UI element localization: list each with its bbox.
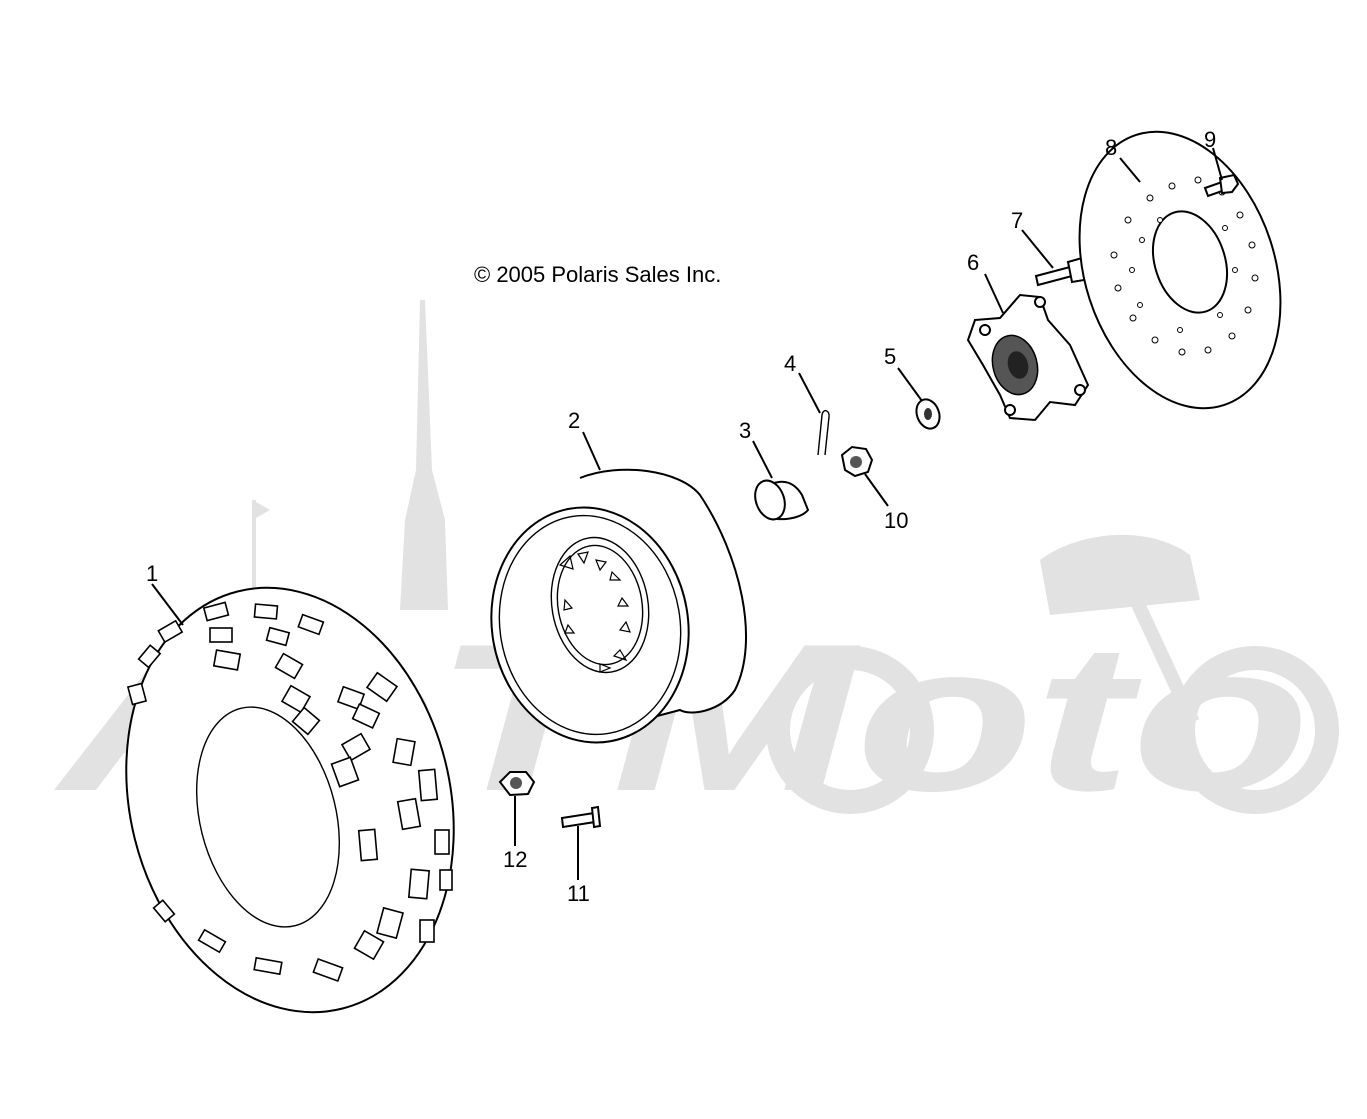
callout-11: 11 bbox=[567, 881, 590, 906]
washer bbox=[897, 367, 941, 430]
callout-1: 1 bbox=[146, 561, 158, 586]
wheel-rim bbox=[490, 431, 747, 744]
wheel-hub bbox=[966, 273, 1090, 422]
callout-4: 4 bbox=[784, 351, 796, 376]
callout-6: 6 bbox=[967, 250, 979, 275]
copyright-text: © 2005 Polaris Sales Inc. bbox=[474, 262, 721, 287]
flange-nut bbox=[498, 771, 536, 846]
wheel-stud bbox=[560, 805, 602, 880]
callout-8: 8 bbox=[1105, 135, 1117, 160]
callouts: 1 2 3 4 5 6 7 8 9 10 11 12 bbox=[146, 127, 1216, 906]
watermark-spire bbox=[400, 300, 448, 610]
brake-disc-holes bbox=[1110, 176, 1259, 356]
callout-7: 7 bbox=[1011, 208, 1023, 233]
callout-9: 9 bbox=[1204, 127, 1216, 152]
callout-3: 3 bbox=[739, 418, 751, 443]
tire bbox=[125, 583, 455, 1014]
castle-nut bbox=[840, 445, 889, 507]
cotter-pin bbox=[798, 372, 830, 456]
hub-cap bbox=[752, 440, 810, 521]
callout-12: 12 bbox=[503, 847, 527, 872]
callout-5: 5 bbox=[884, 344, 896, 369]
callout-10: 10 bbox=[884, 508, 908, 533]
watermark-motorcycle bbox=[766, 534, 1339, 814]
disc-bolt bbox=[1203, 147, 1240, 198]
callout-2: 2 bbox=[568, 408, 580, 433]
brake-disc bbox=[1078, 130, 1282, 410]
